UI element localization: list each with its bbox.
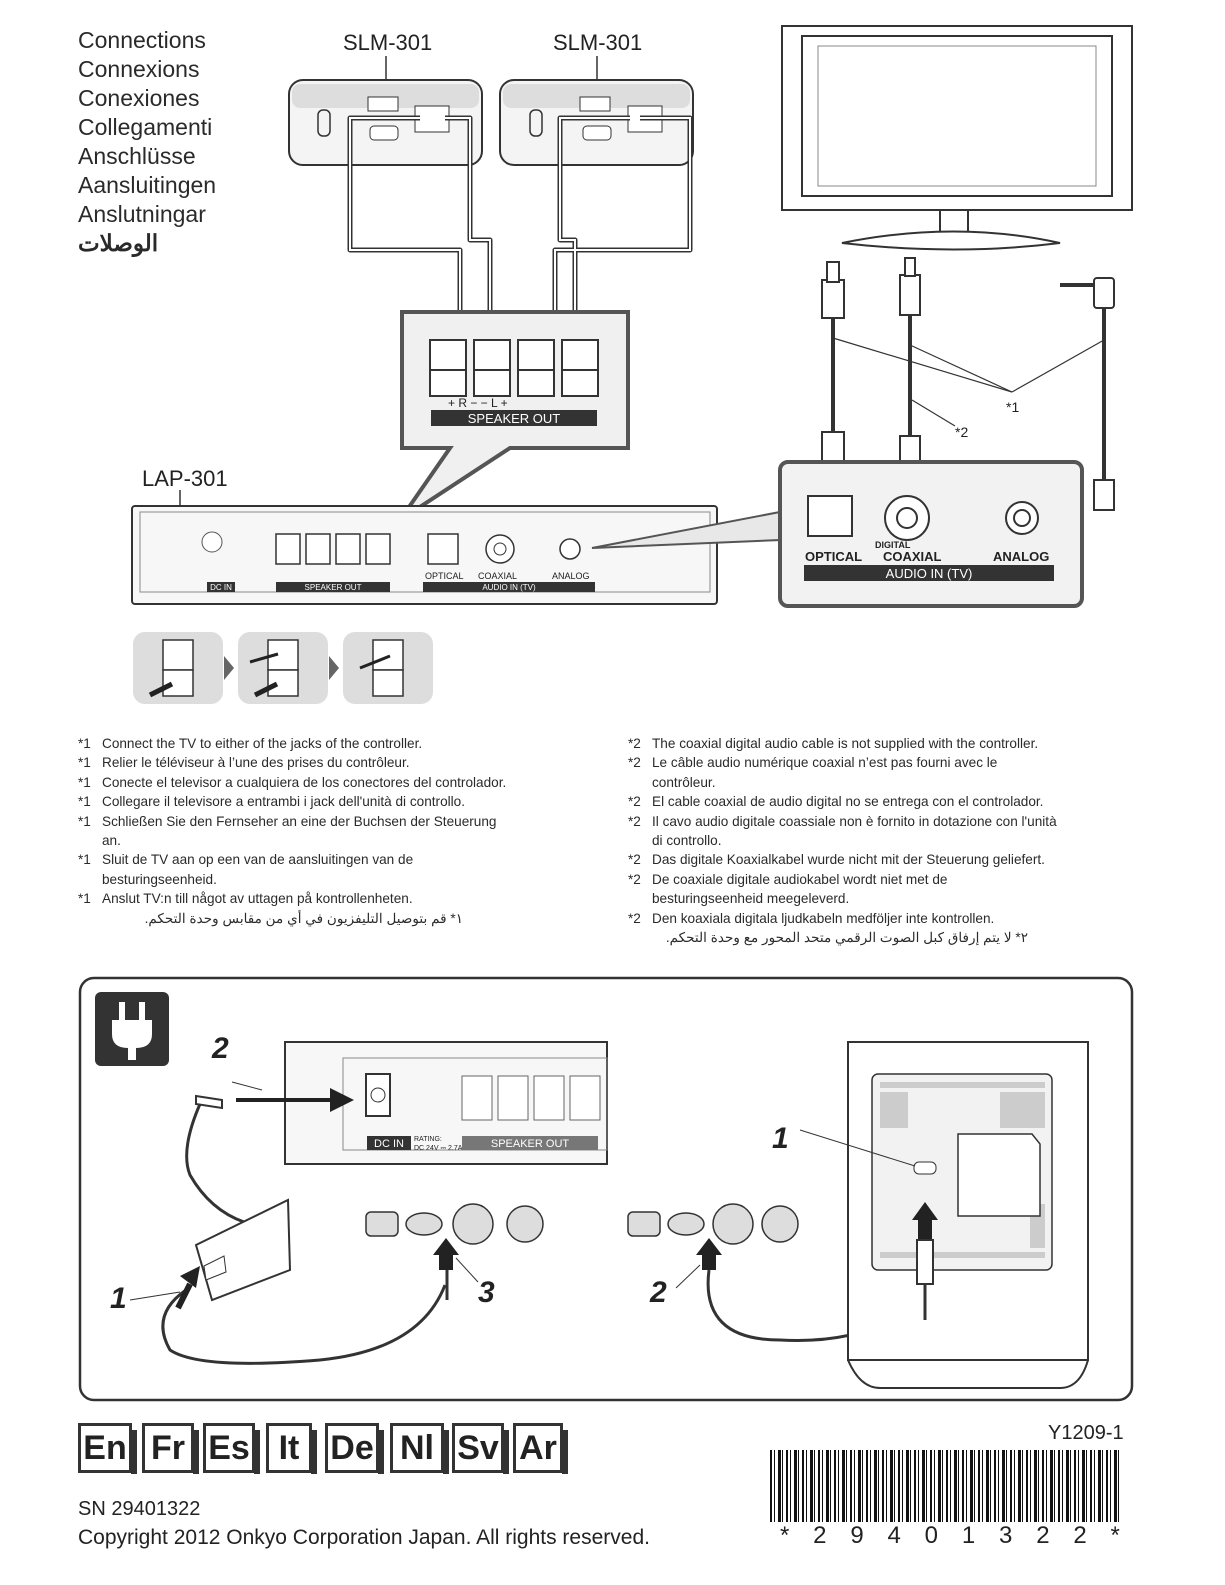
barcode-digit: 3	[999, 1522, 1013, 1549]
lang-de: De	[325, 1423, 384, 1474]
barcode-digit: 2	[1073, 1522, 1087, 1549]
title-en: Connections	[78, 27, 206, 53]
device-rear	[847, 1041, 1089, 1389]
speaker-out-label-large: SPEAKER OUT	[468, 411, 561, 426]
note-row-ar: ٢* لا يتم إرفاق كبل الصوت الرقمي متحد ال…	[665, 930, 1028, 946]
speaker-out-callout: + R − − L + SPEAKER OUT	[398, 310, 630, 522]
title-de: Anschlüsse	[78, 143, 196, 169]
note-row: besturingseenheid meegeleverd.	[652, 891, 850, 907]
speaker-left-label: SLM-301	[343, 30, 432, 55]
dc-in-label-small: DC IN	[210, 583, 232, 592]
polarity-label: + R − − L +	[448, 396, 508, 410]
audio-in-label-small: AUDIO IN (TV)	[482, 583, 536, 592]
copyright: Copyright 2012 Onkyo Corporation Japan. …	[78, 1526, 650, 1549]
step-b2: 2	[649, 1276, 667, 1309]
controller-lap301: SPEAKER OUT OPTICAL COAXIAL ANALOG AUDIO…	[131, 505, 718, 605]
controller-label: LAP-301	[142, 466, 228, 491]
tv	[781, 25, 1133, 251]
barcode-digit: 1	[961, 1522, 976, 1549]
title-ar: الوصلات	[78, 230, 159, 256]
power-plug-icon	[95, 992, 169, 1066]
connection-diagram: SLM-301 SLM-301	[131, 25, 1133, 704]
barcode	[770, 1450, 1120, 1522]
speaker-right	[499, 79, 694, 166]
analog-label: ANALOG	[993, 549, 1049, 564]
lang-en: En	[78, 1423, 137, 1474]
barcode-digit: *	[780, 1522, 790, 1549]
rating-value: DC 24V ⎓ 2.7A	[414, 1145, 463, 1152]
step-b1: 1	[772, 1122, 789, 1155]
note-row-ar: ١* قم بتوصيل التليفزيون في أي من مقابس و…	[144, 910, 463, 926]
barcode-digit: 2	[813, 1522, 827, 1549]
wall-sockets-a	[365, 1203, 544, 1245]
callout-2: *2	[955, 424, 968, 440]
optical-label-small: OPTICAL	[425, 571, 464, 581]
serial-number: SN 29401322	[78, 1498, 201, 1520]
step-a3: 3	[478, 1276, 495, 1309]
note-row: contrôleur.	[652, 774, 716, 790]
lang-ar: Ar	[513, 1423, 568, 1474]
digital-label: DIGITAL	[875, 540, 911, 550]
audio-in-callout: DIGITAL OPTICAL COAXIAL ANALOG AUDIO IN …	[778, 460, 1084, 608]
lang-fr: Fr	[142, 1423, 199, 1474]
barcode-digit: 0	[924, 1522, 939, 1549]
lang-es: Es	[203, 1423, 260, 1474]
power-diagram: DC IN RATING: DC 24V ⎓ 2.7A SPEAKER OUT …	[78, 976, 1134, 1402]
barcode-digit: 4	[887, 1522, 901, 1549]
step-a1: 1	[110, 1282, 127, 1315]
step-a2: 2	[211, 1032, 229, 1065]
speaker-out-label-small: SPEAKER OUT	[305, 583, 362, 592]
speaker-right-label: SLM-301	[553, 30, 642, 55]
rating-label: RATING:	[414, 1136, 442, 1143]
speaker-left	[288, 79, 483, 166]
title-it: Collegamenti	[78, 114, 213, 140]
coaxial-label: COAXIAL	[883, 549, 942, 564]
dc-in-label: DC IN	[374, 1138, 404, 1150]
terminal-steps	[133, 632, 433, 704]
lang-nl: Nl	[390, 1423, 449, 1474]
title-es: Conexiones	[78, 85, 200, 111]
title-fr: Connexions	[78, 56, 200, 82]
optical-label: OPTICAL	[805, 549, 862, 564]
lang-it: It	[266, 1423, 317, 1474]
speaker-out-label-power: SPEAKER OUT	[491, 1138, 570, 1150]
barcode-digit: 9	[850, 1522, 864, 1549]
barcode-digits: * 2 9 4 0 1 3 2 2 *	[780, 1522, 1120, 1550]
audio-in-label: AUDIO IN (TV)	[886, 566, 973, 581]
coaxial-label-small: COAXIAL	[478, 571, 517, 581]
barcode-digit: 2	[1036, 1522, 1050, 1549]
wall-sockets-b	[627, 1203, 799, 1245]
doc-code: Y1209-1	[1048, 1422, 1124, 1444]
lang-sv: Sv	[452, 1423, 509, 1474]
title-nl: Aansluitingen	[78, 172, 217, 198]
title-sv: Anslutningar	[78, 201, 206, 227]
note-row: besturingseenheid.	[102, 871, 217, 887]
callout-1: *1	[1006, 399, 1019, 415]
analog-label-small: ANALOG	[552, 571, 590, 581]
note-row: an.	[102, 833, 121, 849]
title-list: Connections Connexions Conexiones Colleg…	[78, 26, 216, 258]
note-row: di controllo.	[652, 833, 722, 849]
barcode-digit: *	[1110, 1522, 1120, 1549]
